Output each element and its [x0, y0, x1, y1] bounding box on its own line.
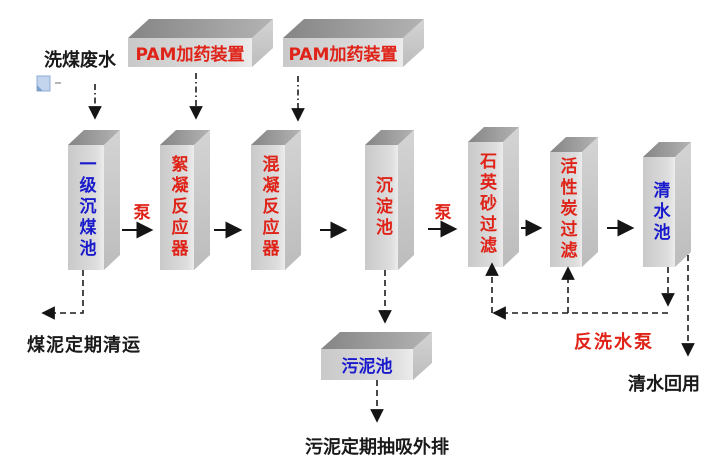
clear-water-reuse-note: 清水回用	[628, 374, 700, 395]
flow-arrows	[122, 219, 635, 239]
backwash-pump-label: 反洗水泵	[574, 332, 654, 353]
sludge-discharge-note: 污泥定期抽吸外排	[305, 437, 449, 458]
coal-sludge-note: 煤泥定期清运	[27, 335, 141, 356]
sludge-tank-label: 污泥池	[341, 357, 393, 377]
pam-dosing-label-1: PAM加药装置	[135, 45, 245, 65]
paste-icon	[36, 75, 61, 92]
pam-dosing-box-1	[128, 19, 273, 67]
tank-label-quartz-sand: 石英砂过滤	[476, 152, 496, 257]
pam-dosing-label-2: PAM加药装置	[288, 45, 398, 65]
pillar-clear-water-tank	[643, 142, 691, 267]
influent-label: 洗煤废水	[44, 50, 116, 71]
tank-label-primary-settling: 一级沉煤池	[75, 155, 96, 260]
tank-label-sedimentation: 沉淀池	[372, 176, 392, 239]
pillar-sedimentation-tank	[365, 130, 414, 270]
tank-label-coagulation: 混凝反应器	[258, 155, 279, 260]
pillar-flocculation-reactor	[160, 130, 210, 270]
sludge-tank-box	[321, 332, 432, 380]
tank-label-clear-water: 清水池	[649, 180, 670, 244]
pump-label-1: 泵	[133, 203, 151, 223]
pillar-activated-carbon-filter	[550, 137, 598, 267]
pillar-quartz-sand-filter	[468, 127, 519, 267]
tank-label-flocculation: 絮凝反应器	[167, 155, 188, 260]
dashed-lines	[41, 255, 695, 423]
tank-label-activated-carbon: 活性炭过滤	[556, 157, 577, 262]
pump-label-2: 泵	[434, 203, 452, 223]
pillar-coagulation-reactor	[251, 130, 301, 270]
dash-mark	[55, 82, 61, 84]
feed-lines	[88, 73, 305, 122]
line-coal-sludge-removal	[41, 270, 84, 320]
pillar-primary-settling-tank	[68, 130, 120, 270]
pam-dosing-box-2	[283, 19, 424, 67]
